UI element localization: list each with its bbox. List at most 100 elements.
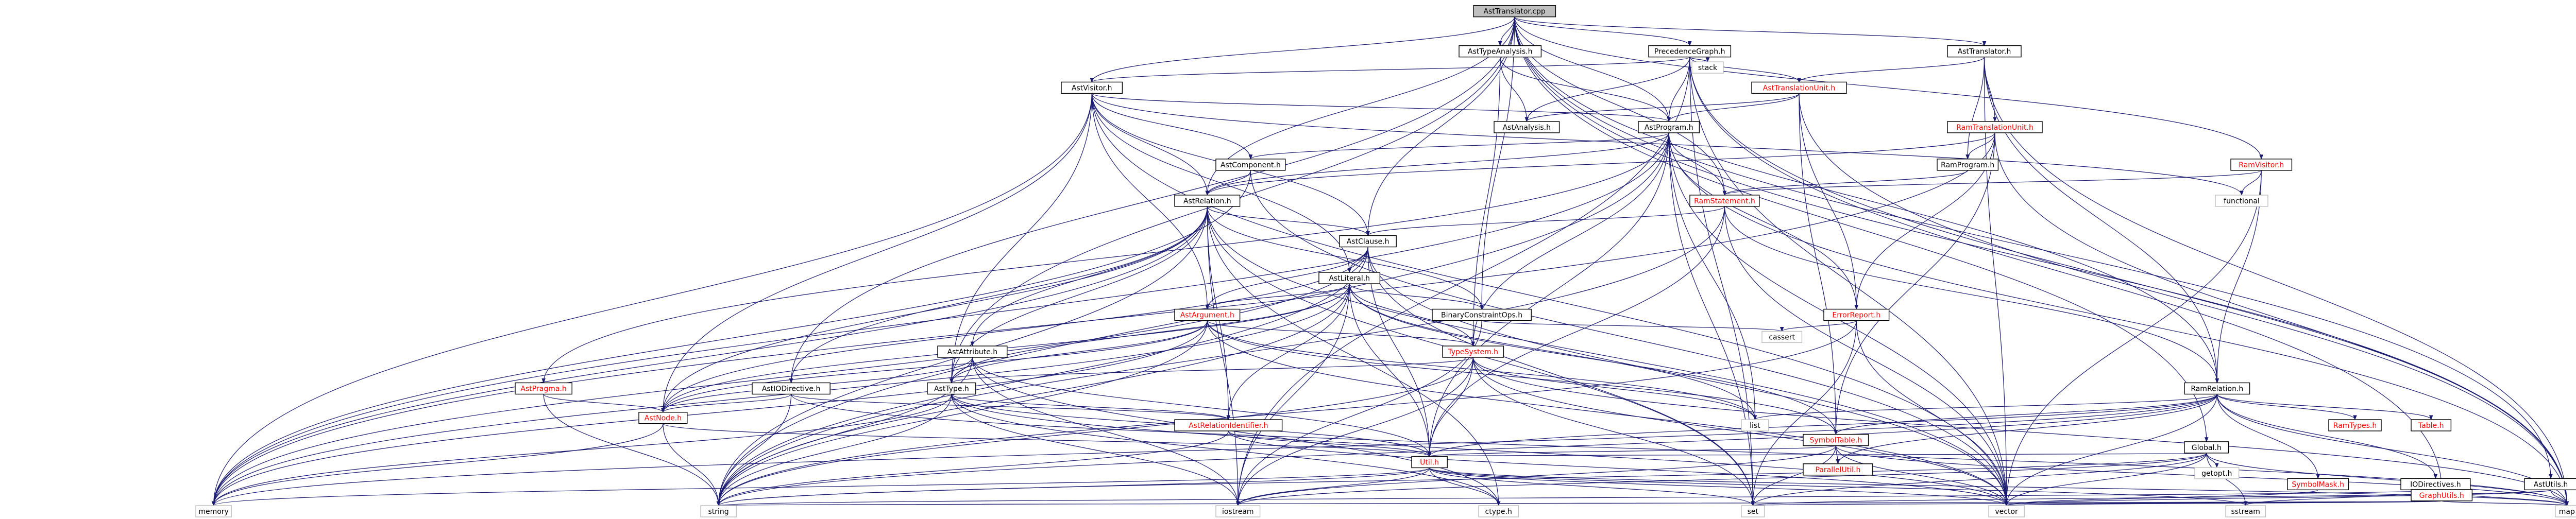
include-edge [1471, 132, 1669, 347]
node-box [1803, 463, 1873, 476]
node-box [1988, 505, 2025, 517]
node-ramtypes[interactable]: RamTypes.h [2328, 419, 2382, 431]
include-edge [791, 393, 1230, 420]
include-edge [1207, 206, 1484, 310]
node-box [1459, 45, 1542, 58]
include-edge [543, 393, 665, 413]
node-label: SymbolTable.h [1809, 437, 1862, 445]
node-label: PrecedenceGraph.h [1654, 48, 1725, 56]
include-edge [212, 467, 1430, 506]
node-ramtransunit[interactable]: RamTranslationUnit.h [1947, 121, 2043, 133]
node-analysis[interactable]: AstAnalysis.h [1494, 121, 1560, 133]
node-transunit[interactable]: AstTranslationUnit.h [1751, 81, 1847, 94]
node-ramvisitor[interactable]: RamVisitor.h [2230, 159, 2293, 171]
include-edge [2216, 394, 2320, 479]
node-astutils[interactable]: AstUtils.h [2524, 478, 2576, 491]
node-astvisitor[interactable]: AstVisitor.h [1061, 81, 1123, 94]
node-graphutils[interactable]: GraphUtils.h [2411, 489, 2473, 501]
node-asttype[interactable]: AstType.h [927, 382, 976, 395]
include-edge [1472, 357, 2569, 506]
node-box [2555, 505, 2576, 517]
include-edge [716, 357, 1473, 506]
include-edge [1207, 320, 1838, 435]
include-edge [1984, 57, 1997, 122]
node-box [638, 411, 688, 424]
node-astcomponent[interactable]: AstComponent.h [1215, 159, 1286, 171]
node-typeanalysis[interactable]: AstTypeAnalysis.h [1459, 45, 1542, 58]
node-box [1174, 308, 1241, 321]
node-precedence[interactable]: PrecedenceGraph.h [1648, 45, 1732, 58]
include-edge [541, 132, 1669, 384]
node-box [1691, 61, 1724, 74]
node-global[interactable]: Global.h [2184, 441, 2229, 454]
include-edge [951, 394, 2009, 506]
include-edge [1205, 170, 1251, 196]
include-edge [211, 284, 1350, 506]
node-table[interactable]: Table.h [2411, 419, 2452, 431]
node-ramrelation[interactable]: RamRelation.h [2184, 382, 2250, 395]
node-box [1648, 45, 1732, 58]
node-box [1432, 308, 1532, 321]
node-translator[interactable]: AstTranslator.h [1947, 45, 2022, 58]
include-edge [1427, 357, 1473, 457]
include-edge [1689, 57, 1710, 63]
node-astattribute[interactable]: AstAttribute.h [937, 345, 1008, 358]
include-edge [1994, 132, 2569, 506]
include-edge [972, 357, 1501, 506]
include-edge [1965, 132, 1995, 160]
include-edge [663, 423, 1432, 457]
node-label: RamProgram.h [1941, 161, 1994, 169]
node-util[interactable]: Util.h [1411, 456, 1448, 469]
node-astpragma[interactable]: AstPragma.h [515, 382, 572, 395]
node-iodirectives[interactable]: IODirectives.h [2400, 478, 2471, 491]
node-root[interactable]: AstTranslator.cpp [1473, 5, 1556, 18]
include-edge [1480, 16, 1515, 310]
include-edge [716, 284, 1350, 506]
node-box [1494, 121, 1560, 133]
node-ramstatement[interactable]: RamStatement.h [1689, 195, 1760, 207]
node-ramprogram[interactable]: RamProgram.h [1937, 159, 1999, 171]
node-parallelutil[interactable]: ParallelUtil.h [1803, 463, 1873, 476]
node-symbolmask[interactable]: SymbolMask.h [2287, 478, 2349, 491]
include-edge [1751, 453, 2207, 506]
node-label: AstClause.h [1347, 238, 1389, 246]
node-label: iostream [1222, 508, 1254, 516]
node-label: ParallelUtil.h [1815, 466, 1860, 474]
include-edge [661, 320, 1208, 413]
include-edge [2004, 394, 2217, 506]
node-box [2184, 382, 2250, 395]
include-edge [2206, 453, 2219, 468]
node-astrelid[interactable]: AstRelationIdentifier.h [1174, 419, 1283, 431]
include-edge [1689, 57, 1801, 83]
node-program[interactable]: AstProgram.h [1638, 121, 1700, 133]
node-label: AstTranslator.h [1958, 48, 2011, 56]
node-box [700, 505, 737, 517]
node-astliteral[interactable]: AstLiteral.h [1318, 272, 1381, 284]
include-edge [1429, 467, 2569, 506]
node-astrelation[interactable]: AstRelation.h [1174, 195, 1241, 207]
include-edge [1349, 284, 1838, 435]
include-edge [1471, 57, 1501, 347]
include-edge [661, 206, 1208, 413]
node-binaryconstraint[interactable]: BinaryConstraintOps.h [1432, 308, 1532, 321]
include-edge [2215, 170, 2262, 384]
node-stack: stack [1691, 61, 1724, 74]
node-box [2215, 195, 2268, 207]
node-typesystem[interactable]: TypeSystem.h [1442, 345, 1504, 358]
include-edge [2005, 500, 2442, 506]
node-astclause[interactable]: AstClause.h [1339, 235, 1397, 248]
include-edge [789, 16, 1515, 384]
node-astargument[interactable]: AstArgument.h [1174, 308, 1241, 321]
include-edge [1090, 16, 1515, 83]
node-astnode[interactable]: AstNode.h [638, 411, 688, 424]
node-astiodirective[interactable]: AstIODirective.h [752, 382, 831, 395]
node-errorreport[interactable]: ErrorReport.h [1823, 308, 1890, 321]
include-edge [1667, 93, 1800, 122]
include-edge [211, 170, 1251, 506]
edge-layer [211, 16, 2569, 506]
node-symboltable[interactable]: SymbolTable.h [1803, 434, 1869, 446]
include-edge [950, 284, 1350, 384]
include-edge [972, 357, 1240, 506]
include-edge [1429, 468, 1755, 506]
